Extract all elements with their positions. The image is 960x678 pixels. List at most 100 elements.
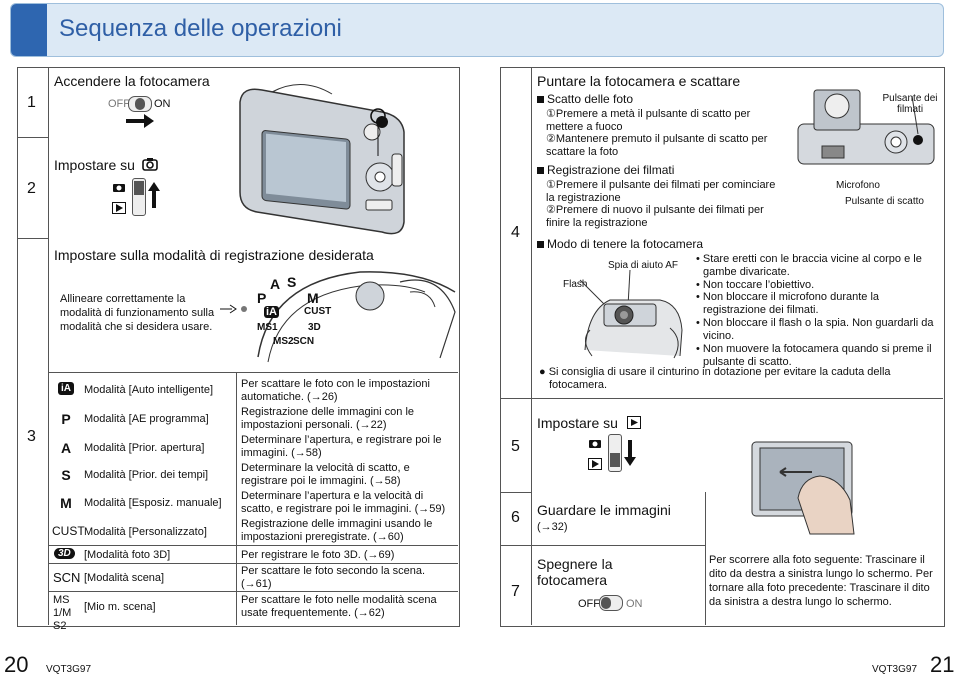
header-accent-bar [11,4,47,56]
label-shutter: Pulsante di scatto [845,196,924,207]
step-number: 7 [511,583,520,600]
switch-knob [601,597,611,609]
instruction-step: ①Premere a metà il pulsante di scatto pe… [546,108,751,133]
playback-icon [112,202,126,214]
step-title: Puntare la fotocamera e scattare [537,73,741,89]
mode-label: Modalità [Auto intelligente] [84,384,214,396]
step-number: 2 [27,180,36,197]
mode-desc: Per scattare le foto nelle modalità scen… [241,594,437,619]
switch-knob [610,453,620,467]
mode-desc: Determinare la velocità di scatto, e reg… [241,462,410,487]
step-number: 6 [511,509,520,526]
camera-top-illustration [797,89,935,165]
mode-icon: M [60,495,72,511]
mode-desc: Per scattare le foto secondo la scena. (… [241,565,426,590]
dial-letter: A [270,276,281,292]
mode-label: Modalità [Personalizzato] [84,526,207,538]
label-af-lamp: Spia di aiuto AF [608,260,679,271]
instruction-step: ②Premere di nuovo il pulsante dei filmat… [546,204,764,229]
mode-icon: S [61,467,71,483]
dial-letter: CUST [304,306,332,317]
step-title: Spegnere la fotocamera [537,556,613,588]
page-header: Sequenza delle operazioni [10,3,944,57]
right-panel [500,67,945,627]
model-code: VQT3G97 [872,664,918,675]
mode-dial-illustration [257,271,456,363]
list-item: • Non toccare l’obiettivo. [696,279,815,291]
list-item: • Non muovere la fotocamera quando si pr… [696,343,932,368]
callout-lines [370,108,386,156]
left-panel [17,67,460,627]
dial-letter: M [307,290,319,306]
mode-label: [Modalità foto 3D] [84,549,171,561]
holding-camera-illustration [579,270,683,359]
page-number: 21 [930,652,955,677]
instruction-step: ②Mantenere premuto il pulsante di scatto… [546,133,768,158]
dial-letter: iA [264,306,279,318]
step-title: Impostare su [54,157,135,173]
arrow-up-icon [148,182,160,208]
mode-label: Modalità [Prior. apertura] [84,442,205,454]
switch-knob [135,98,145,110]
mode-label: Modalità [Prior. dei tempi] [84,469,209,481]
section-heading: Modo di tenere la fotocamera [537,237,703,251]
section-heading: Registrazione dei filmati [537,163,674,177]
mode-desc: Determinare l’apertura e la velocità di … [241,490,446,515]
mode-icon: 3D [54,548,75,559]
label-microphone: Microfono [836,180,880,191]
label-movie-button: Pulsante dei filmati [882,93,938,115]
step-number: 4 [511,224,520,241]
arrow-right-icon [220,304,247,314]
camera-icon [113,184,125,192]
mode-icon: MS1/MS2 [53,594,72,632]
instruction-step: ①Premere il pulsante dei filmati per com… [546,179,776,204]
page-title: Sequenza delle operazioni [59,15,342,42]
mode-desc: Determinare l’apertura, e registrare poi… [241,434,442,459]
mode-desc: Per scattare le foto con le impostazioni… [241,378,430,403]
dial-letter: 3D [308,322,321,333]
mode-icon: CUST [52,524,85,538]
dial-letter: S [287,274,297,290]
switch-track [608,434,622,472]
camera-icon [589,440,601,448]
camera-back-illustration [239,83,405,235]
label-flash: Flash [563,279,588,290]
dial-letter: SCN [293,336,315,347]
mode-label: Modalità [Esposiz. manuale] [84,497,222,509]
mode-icon: P [61,411,71,427]
mode-icon: A [60,440,72,456]
step-title: Impostare su [537,415,618,431]
switch-track [128,96,152,112]
page-reference: (→32) [537,521,568,533]
step-number: 1 [27,94,36,111]
model-code: VQT3G97 [46,664,92,675]
dial-letter: MS1 [257,322,278,333]
switch-track [132,178,146,216]
switch-track [599,595,623,611]
arrow-right-icon [126,114,154,128]
mode-label: [Mio m. scena] [84,601,156,613]
mode-desc: Registrazione delle immagini usando le i… [241,518,433,543]
step-title: Guardare le immagini [537,502,671,518]
mode-label: [Modalità scena] [84,572,165,584]
step-title: Impostare sulla modalità di registrazion… [54,247,374,263]
playback-icon [627,416,641,429]
list-item: • Non bloccare il flash o la spia. Non g… [696,317,934,342]
strap-note: ● Si consiglia di usare il cinturino in … [539,366,891,391]
mode-icon: iA [58,382,74,395]
instruction-text: Allineare correttamente la modalità di f… [60,293,215,333]
camera-icon [142,158,158,171]
arrow-down-icon [624,440,636,466]
switch-knob [134,181,144,195]
touch-screen-illustration [751,441,855,535]
page-number: 20 [4,652,29,677]
playback-note: Per scorrere alla foto seguente: Trascin… [709,554,933,608]
step-title: Accendere la fotocamera [54,73,210,89]
section-heading: Scatto delle foto [537,92,633,106]
playback-icon [588,458,602,470]
step-number: 3 [27,428,36,445]
dial-letter: MS2 [273,336,294,347]
list-item: • Non bloccare il microfono durante la r… [696,291,880,316]
mode-desc: Per registrare le foto 3D. (→69) [241,549,395,561]
dial-letter: P [257,290,267,306]
